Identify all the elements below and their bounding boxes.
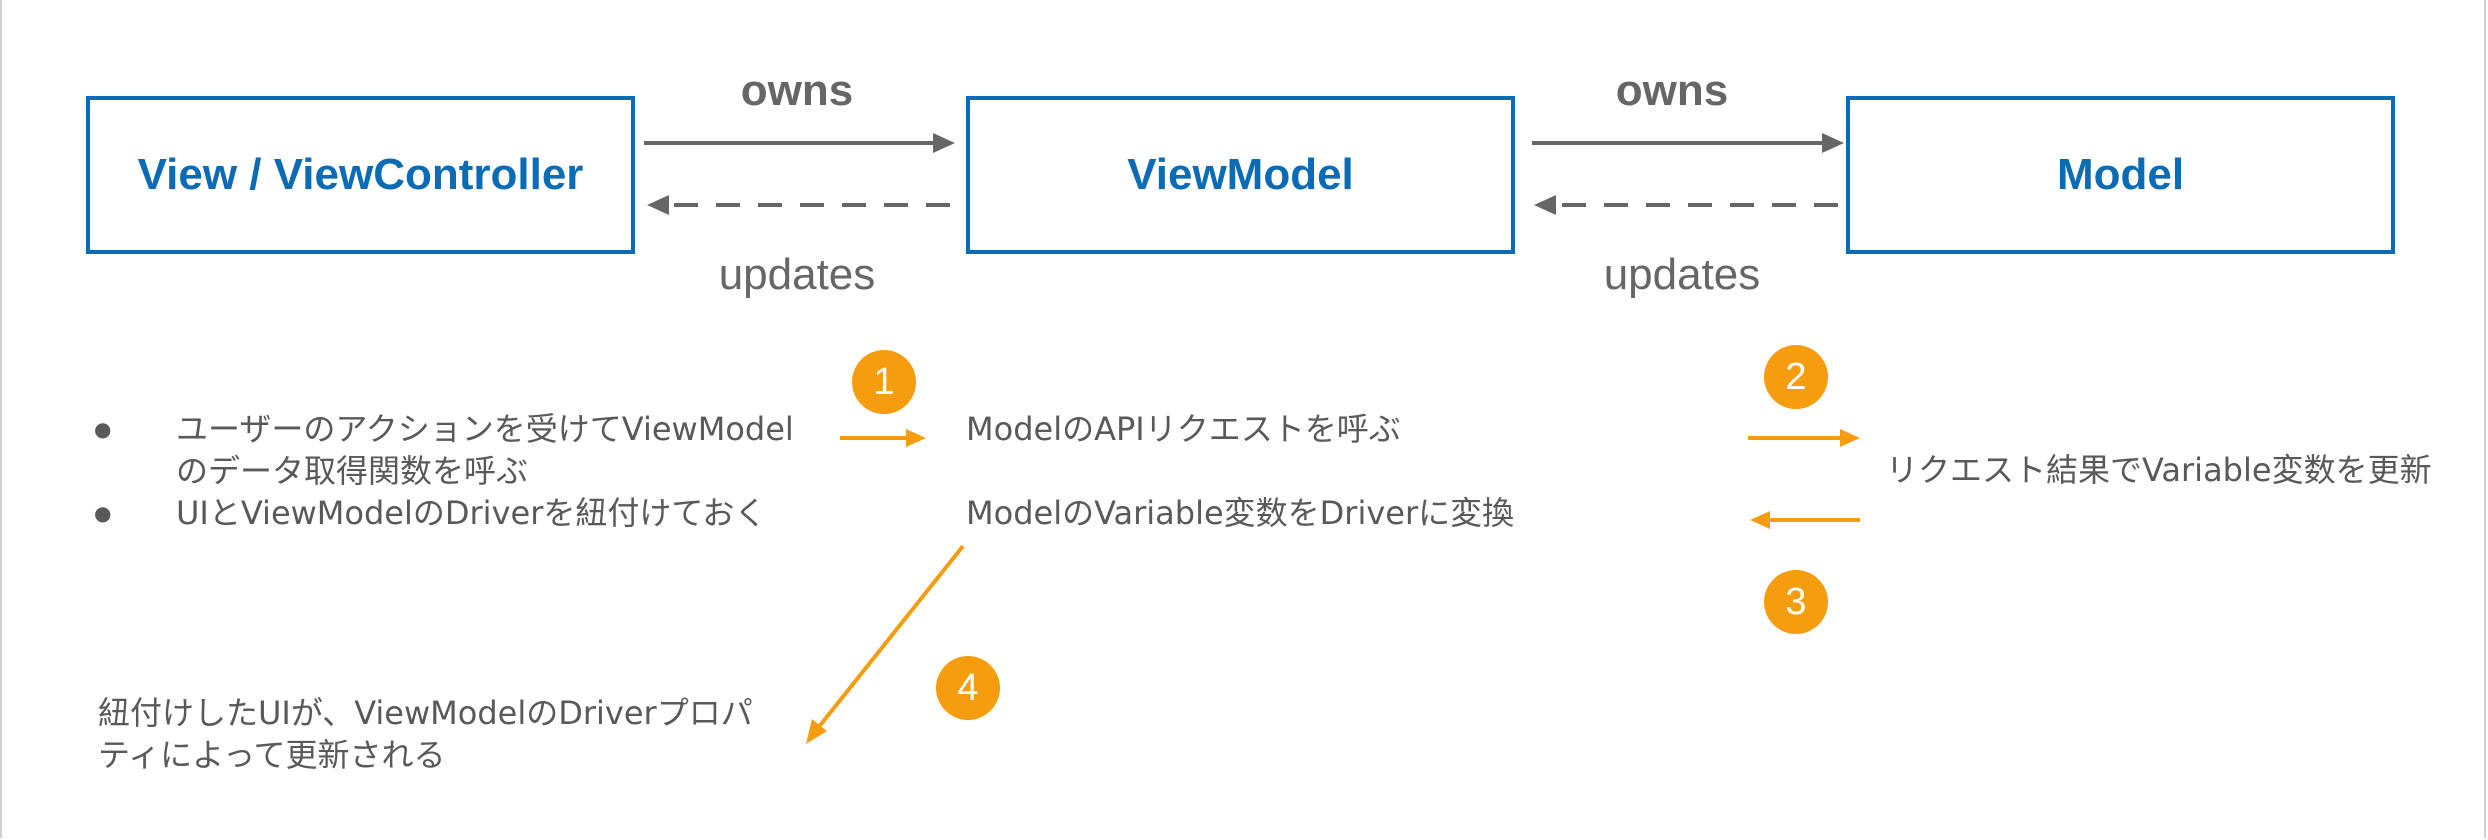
view-note-item: UIとViewModelのDriverを紐付けておく [88, 492, 794, 534]
model-label: Model [2056, 150, 2185, 199]
model-box: Model [1846, 96, 2395, 254]
updates-arrow-2 [1534, 195, 1838, 215]
flow-arrow-2 [1748, 429, 1860, 447]
owns-arrow-1 [644, 133, 955, 153]
view-notes-list: ユーザーのアクションを受けてViewModel のデータ取得関数を呼ぶ UIとV… [88, 408, 794, 534]
model-note: リクエスト結果でVariable変数を更新 [1886, 451, 2432, 489]
view-controller-box: View / ViewController [86, 96, 635, 254]
step-badge-2: 2 [1764, 345, 1828, 409]
result-note-line: ティによって更新される [98, 736, 446, 774]
owns-label-1: owns [740, 66, 854, 115]
result-note-line: 紐付けしたUIが、ViewModelのDriverプロパ [98, 694, 753, 732]
updates-label-1: updates [718, 250, 876, 299]
viewmodel-note-api-request: ModelのAPIリクエストを呼ぶ [966, 410, 1401, 448]
viewmodel-box: ViewModel [966, 96, 1515, 254]
updates-arrow-1 [647, 195, 950, 215]
owns-label-2: owns [1615, 66, 1729, 115]
flow-arrow-4 [806, 544, 965, 744]
flow-arrow-3 [1750, 511, 1860, 529]
updates-label-2: updates [1603, 250, 1761, 299]
view-note-line: のデータ取得関数を呼ぶ [176, 452, 529, 490]
step-badge-1: 1 [852, 350, 916, 414]
step-badge-4: 4 [936, 656, 1000, 720]
step-badge-3: 3 [1764, 570, 1828, 634]
view-note-line: UIとViewModelのDriverを紐付けておく [176, 494, 767, 532]
owns-arrow-2 [1532, 133, 1844, 153]
viewmodel-note-convert: ModelのVariable変数をDriverに変換 [966, 494, 1515, 532]
viewmodel-label: ViewModel [1127, 150, 1354, 199]
flow-arrow-1 [840, 429, 926, 447]
view-note-item: ユーザーのアクションを受けてViewModel のデータ取得関数を呼ぶ [88, 408, 794, 492]
view-note-line: ユーザーのアクションを受けてViewModel [176, 410, 794, 448]
result-note: 紐付けしたUIが、ViewModelのDriverプロパ ティによって更新される [98, 692, 753, 776]
view-controller-label: View / ViewController [137, 150, 584, 199]
